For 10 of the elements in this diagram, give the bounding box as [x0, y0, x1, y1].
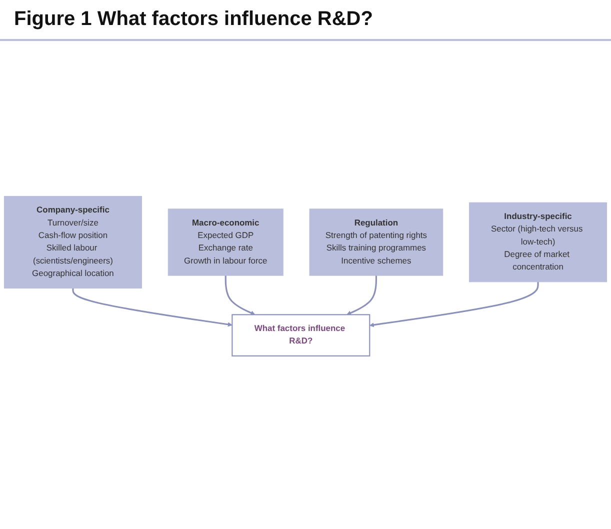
- node-box: Industry-specific Sector (high-tech versus low-tech) Degree of market concentration: [469, 202, 608, 282]
- arrow: [346, 275, 377, 315]
- node-box: What factors influence R&D?: [232, 314, 370, 356]
- node-box: Regulation Strength of patenting rights Skills training programmes Incentive schemes: [309, 208, 444, 276]
- figure-title: Figure 1 What factors influence R&D?: [0, 0, 611, 41]
- arrow: [224, 275, 256, 315]
- arrow: [72, 288, 232, 327]
- arrow: [369, 282, 539, 328]
- node-box: Macro-economic Expected GDP Exchange rate Growth in labour force: [168, 208, 284, 276]
- node-box: Company-specific Turnover/size Cash-flow position Skilled labour (scientists/engineers) Geographical location: [4, 196, 142, 288]
